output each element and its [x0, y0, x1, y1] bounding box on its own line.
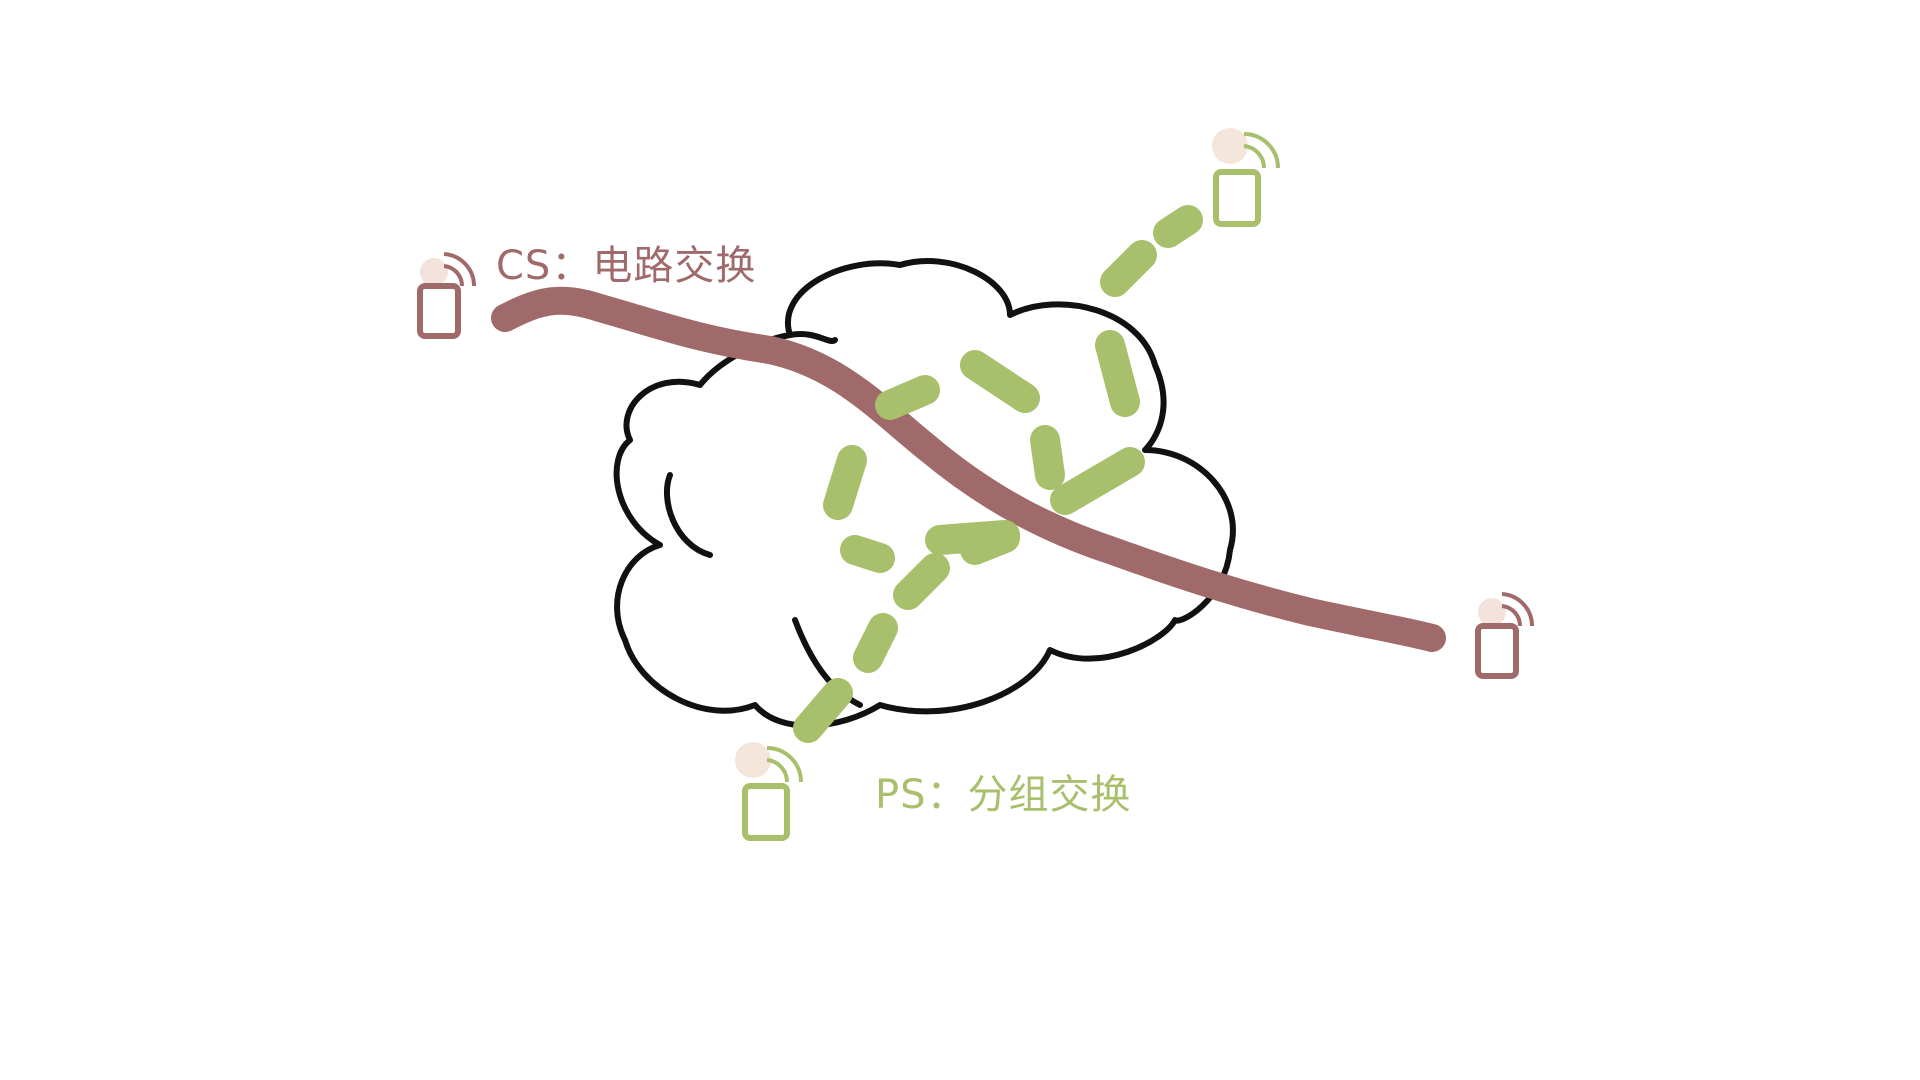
circuit-switching-label: CS：电路交换: [496, 243, 757, 289]
phone-signal-icon: [417, 252, 477, 339]
packet-path: [793, 205, 1203, 743]
circuit-path: [491, 286, 1446, 652]
phone-signal-icon: [1212, 128, 1280, 227]
packet-switching-label: PS：分组交换: [875, 772, 1132, 818]
phone-signal-icon: [735, 742, 803, 841]
network-cloud-icon: [613, 258, 1236, 729]
phone-signal-icon: [1475, 592, 1535, 679]
